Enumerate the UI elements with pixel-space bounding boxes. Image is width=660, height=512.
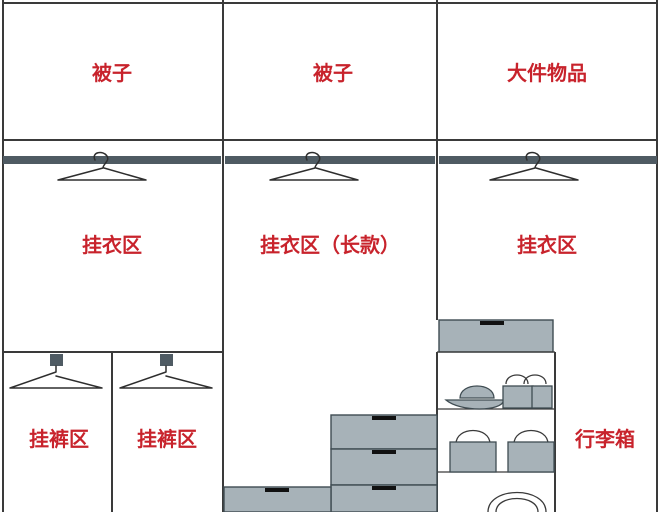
- pants-hanger-icon: [9, 354, 213, 389]
- label-luggage: 行李箱: [574, 427, 635, 451]
- label-hang-right: 挂衣区: [517, 233, 577, 257]
- hanging-rods: [3, 156, 657, 164]
- label-pants-right: 挂裤区: [137, 427, 197, 451]
- label-hang-mid: 挂衣区（长款）: [260, 233, 400, 257]
- drawer-stack: [223, 414, 438, 512]
- rod-mid: [225, 156, 435, 164]
- label-top-mid: 被子: [313, 61, 353, 85]
- drawer-top-right: [438, 319, 554, 353]
- bag-icon: [449, 374, 555, 512]
- label-hang-left: 挂衣区: [82, 233, 142, 257]
- rod-right: [439, 156, 657, 164]
- hanger-icon: [57, 151, 579, 181]
- label-pants-left: 挂裤区: [29, 427, 89, 451]
- label-top-left: 被子: [92, 61, 132, 85]
- hat-icon: [444, 385, 505, 410]
- label-top-right: 大件物品: [507, 61, 587, 85]
- rod-left: [3, 156, 221, 164]
